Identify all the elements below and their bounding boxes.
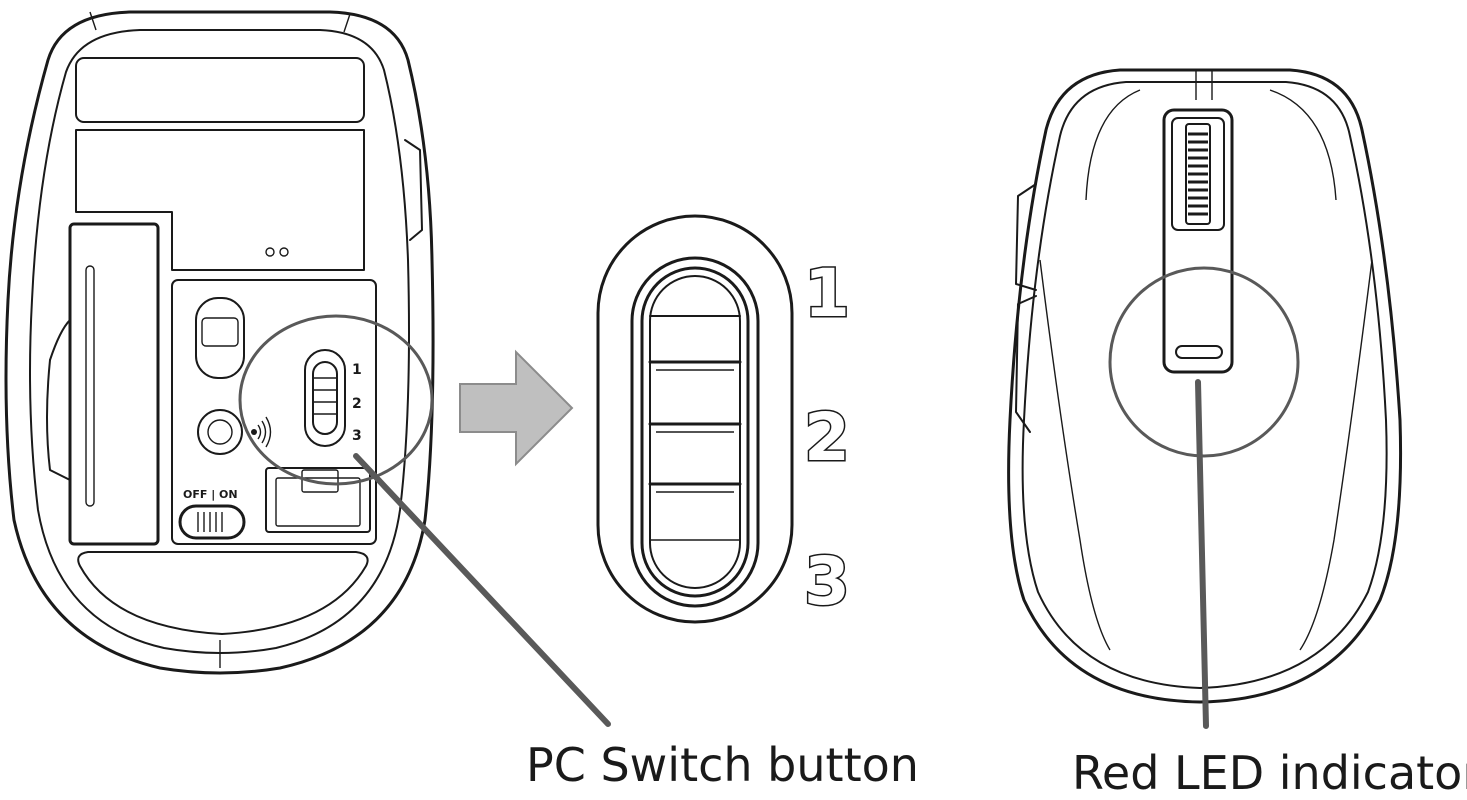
red-led-indicator-label: Red LED indicator [1072,746,1467,800]
switch-number-2: 2 [804,399,850,476]
led-callout-line [1195,379,1209,729]
switch-number-1-small: 1 [352,362,362,378]
control-panel [171,279,377,545]
power-switch [178,504,246,540]
mouse-bottom-view: 1 2 3 OFF | ON [4,10,435,675]
pc-switch-callout-line [353,453,611,727]
top-pad [75,57,365,123]
led-callout-circle [1108,266,1300,458]
switch-number-2-small: 2 [352,396,362,412]
pairing-button [197,409,243,455]
wireless-signal-icon [251,416,272,448]
mouse-top-view [1007,68,1403,704]
switch-zoom-outer [596,214,794,624]
battery-cover [68,222,160,546]
switch-number-3-small: 3 [352,428,362,444]
switch-zoom-track [630,256,760,608]
arrow-right-icon [459,349,574,467]
pc-switch-zoom-view: 1 2 3 [596,214,851,624]
receiver-slot [265,467,371,533]
pc-switch-callout-circle [238,314,434,486]
sensor-window [195,297,245,379]
bottom-pad [77,551,369,635]
scroll-housing [1162,108,1234,374]
mouse-top-outline [1007,68,1403,704]
pc-switch-small [304,349,346,447]
power-switch-label: OFF | ON [183,488,238,501]
switch-number-3: 3 [804,543,850,620]
label-area [75,129,365,271]
pc-switch-button-label: PC Switch button [526,738,919,792]
switch-number-1: 1 [804,255,850,332]
red-led-indicator [1175,345,1223,359]
mouse-bottom-outline [4,10,435,675]
